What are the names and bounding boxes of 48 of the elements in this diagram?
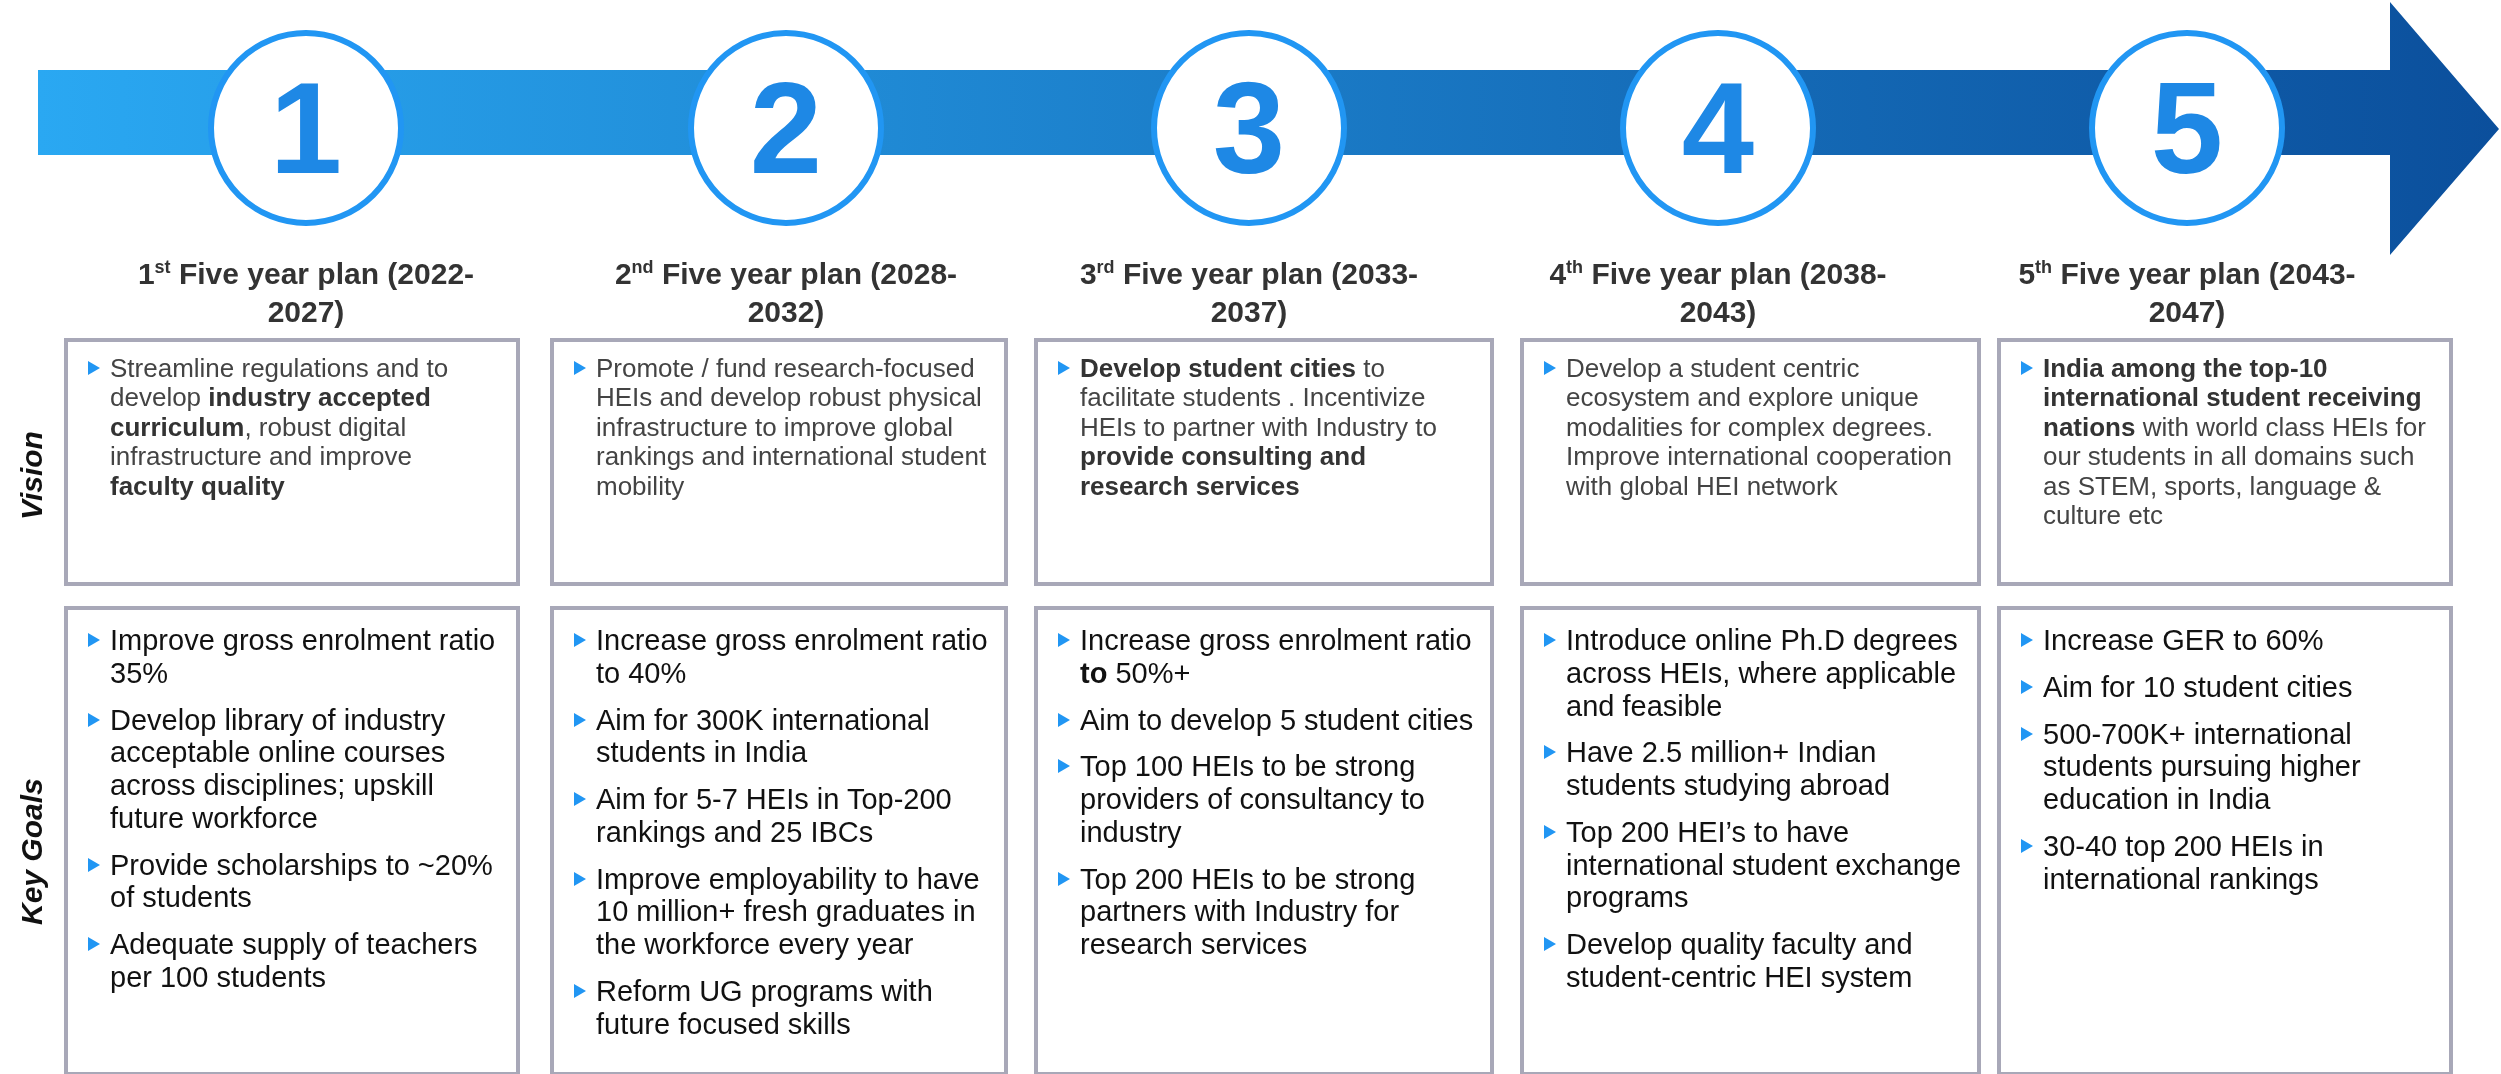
vision-card bbox=[550, 338, 1008, 586]
number-circle: 5 bbox=[2089, 30, 2285, 226]
plan-heading: 4$^{th}$ Five year plan (2038-2043) bbox=[1548, 256, 1888, 330]
goals-card bbox=[550, 606, 1008, 1074]
bullet-text: Top 200 HEIs to be strong partners with Industry for research services bbox=[1058, 862, 1478, 961]
bullet-text: Improve gross enrolment ratio 35% bbox=[88, 624, 504, 690]
row-label: Vision bbox=[15, 430, 49, 520]
vision-card bbox=[1520, 338, 1981, 586]
bullet-text: Aim for 5-7 HEIs in Top-200 rankings and 25 IBCs bbox=[574, 783, 992, 849]
goals-card bbox=[1034, 606, 1494, 1074]
bullet-text: Streamline regulations and to develop industry accepted curriculum, robust digital infrastructure and improve faculty quality bbox=[88, 354, 502, 501]
bullet-text: Develop library of industry acceptable online courses across disciplines; upskill future workforce bbox=[88, 703, 504, 835]
bullet-text: Develop student cities to facilitate students . Incentivize HEIs to partner with Industry to provide consulting and research services bbox=[1058, 354, 1476, 501]
goals-card bbox=[1997, 606, 2453, 1074]
number-circle: 4 bbox=[1620, 30, 1816, 226]
number-circle: 1 bbox=[208, 30, 404, 226]
bullet-text: Improve employability to have 10 million+ fresh graduates in the workforce every year bbox=[574, 862, 992, 961]
bullet-text: Adequate supply of teachers per 100 students bbox=[88, 928, 504, 994]
bullet-text: Introduce online Ph.D degrees across HEIs, where applicable and feasible bbox=[1544, 624, 1965, 723]
bullet-text: Develop a student centric ecosystem and explore unique modalities for complex degrees. Improve international cooperation with global HEI network bbox=[1544, 354, 1963, 501]
plan-heading: 2$^{nd}$ Five year plan (2028-2032) bbox=[613, 256, 959, 330]
vision-card bbox=[1034, 338, 1494, 586]
plan-heading: 1$^{st}$ Five year plan (2022-2027) bbox=[136, 256, 476, 330]
bullet-text: 30-40 top 200 HEIs in international rankings bbox=[2021, 829, 2437, 896]
vision-card bbox=[1997, 338, 2453, 586]
bullet-text: 500-700K+ international students pursuing higher education in India bbox=[2021, 717, 2437, 816]
vision-card bbox=[64, 338, 520, 586]
bullet-text: Increase GER to 60% bbox=[2021, 624, 2437, 657]
goals-card bbox=[64, 606, 520, 1074]
number-circle: 3 bbox=[1151, 30, 1347, 226]
bullet-text: Have 2.5 million+ Indian students studying abroad bbox=[1544, 736, 1965, 802]
row-label: Key Goals bbox=[15, 777, 49, 925]
bullet-text: Top 200 HEI’s to have international student exchange programs bbox=[1544, 815, 1965, 915]
bullet-text: Aim to develop 5 student cities bbox=[1058, 703, 1478, 737]
plan-heading: 3$^{rd}$ Five year plan (2033-2037) bbox=[1078, 256, 1420, 330]
bullet-text: India among the top-10 international student receiving nations with world class HEIs for our students in all domains such as STEM, sports, language & culture etc bbox=[2021, 354, 2435, 531]
bullet-text: Top 100 HEIs to be strong providers of consultancy to industry bbox=[1058, 750, 1478, 849]
bullet-text: Aim for 10 student cities bbox=[2021, 670, 2437, 704]
bullet-text: Reform UG programs with future focused skills bbox=[574, 974, 992, 1041]
bullet-text: Aim for 300K international students in India bbox=[574, 703, 992, 770]
bullet-text: Provide scholarships to ~20% of students bbox=[88, 848, 504, 915]
bullet-text: Develop quality faculty and student-centric HEI system bbox=[1544, 928, 1965, 994]
number-circle: 2 bbox=[688, 30, 884, 226]
bullet-text: Increase gross enrolment ratio to 40% bbox=[574, 624, 992, 690]
plan-heading: 5$^{th}$ Five year plan (2043-2047) bbox=[2017, 256, 2357, 330]
bullet-text: Increase gross enrolment ratio to 50%+ bbox=[1058, 624, 1478, 690]
goals-card bbox=[1520, 606, 1981, 1074]
bullet-text: Promote / fund research-focused HEIs and develop robust physical infrastructure to improve global rankings and international student mobility bbox=[574, 354, 990, 501]
